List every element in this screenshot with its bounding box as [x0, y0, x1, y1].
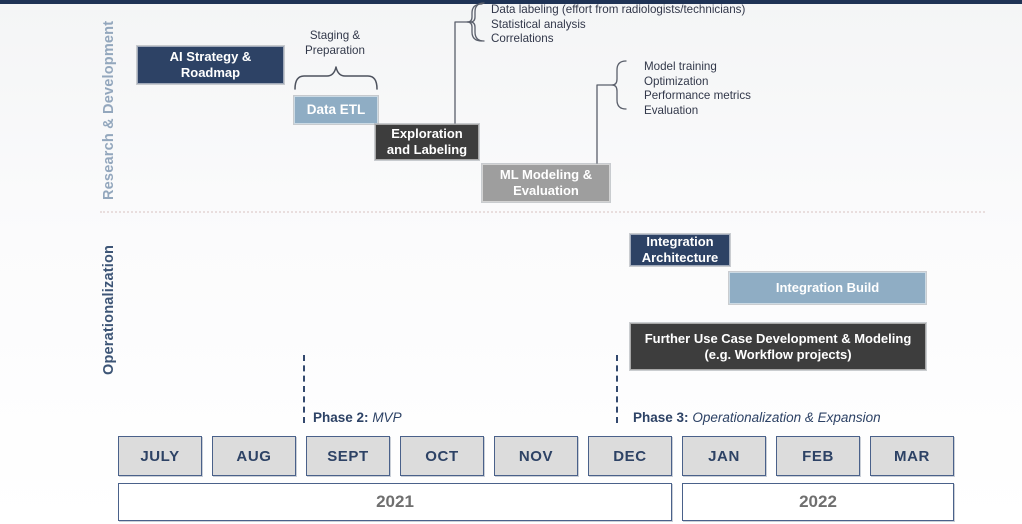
staging-preparation-line-1: Staging & — [309, 29, 361, 42]
lane-label-operationalization: Operationalization — [101, 244, 117, 375]
annotation-line: Performance metrics — [644, 89, 751, 103]
phase-3-separator-line — [616, 355, 618, 423]
lane-divider — [100, 211, 985, 213]
staging-preparation-label: Staging & Preparation Staging & Preparat… — [305, 28, 365, 58]
phase-2-description: MVP — [372, 410, 402, 425]
month-cell-jan[interactable]: JAN — [682, 436, 766, 476]
box-integration-architecture[interactable]: Integration Architecture — [630, 234, 730, 266]
month-cell-feb[interactable]: FEB — [776, 436, 860, 476]
phase-2-separator: : — [364, 410, 369, 425]
phase-3-description: Operationalization & Expansion — [692, 410, 881, 425]
phase-3-separator: : — [684, 410, 689, 425]
phase-2-separator-line — [303, 355, 305, 423]
box-ai-strategy-roadmap[interactable]: AI Strategy & Roadmap — [137, 46, 284, 84]
annotation-line: Model training — [644, 60, 717, 73]
box-exploration-and-labeling[interactable]: Exploration and Labeling — [375, 124, 479, 160]
phase-3-label: Phase 3: Operationalization & Expansion — [633, 410, 881, 425]
staging-preparation-line-2: Preparation — [305, 44, 365, 57]
month-cell-nov[interactable]: NOV — [494, 436, 578, 476]
month-cell-july[interactable]: JULY — [118, 436, 202, 476]
lane-label-research-development: Research & Development — [101, 20, 117, 200]
annotation-exploration-notes: Data labeling (effort from radiologists/… — [491, 3, 745, 47]
annotation-line: Correlations — [491, 32, 554, 46]
box-integration-build[interactable]: Integration Build — [729, 272, 926, 304]
annotation-line: Statistical analysis — [491, 17, 586, 31]
month-cell-aug[interactable]: AUG — [212, 436, 296, 476]
phase-3-name: Phase 3 — [633, 410, 685, 425]
box-ml-modeling-evaluation[interactable]: ML Modeling & Evaluation — [482, 164, 610, 202]
annotation-modeling-notes: Model training Optimization Performance … — [644, 60, 751, 118]
year-bar-2022[interactable]: 2022 — [682, 483, 954, 521]
year-bar-2021[interactable]: 2021 — [118, 483, 672, 521]
month-cell-dec[interactable]: DEC — [588, 436, 672, 476]
box-data-etl[interactable]: Data ETL — [294, 96, 378, 124]
phase-2-label: Phase 2: MVP — [313, 410, 402, 425]
month-cell-oct[interactable]: OCT — [400, 436, 484, 476]
month-cell-sept[interactable]: SEPT — [306, 436, 390, 476]
top-accent-strip — [0, 0, 1022, 4]
month-cell-mar[interactable]: MAR — [870, 436, 954, 476]
annotation-line: Evaluation — [644, 103, 699, 117]
phase-2-name: Phase 2 — [313, 410, 365, 425]
box-further-use-case-development[interactable]: Further Use Case Development & Modeling … — [630, 323, 926, 370]
annotation-line: Optimization — [644, 74, 709, 88]
annotation-line: Data labeling (effort from radiologists/… — [491, 3, 746, 16]
